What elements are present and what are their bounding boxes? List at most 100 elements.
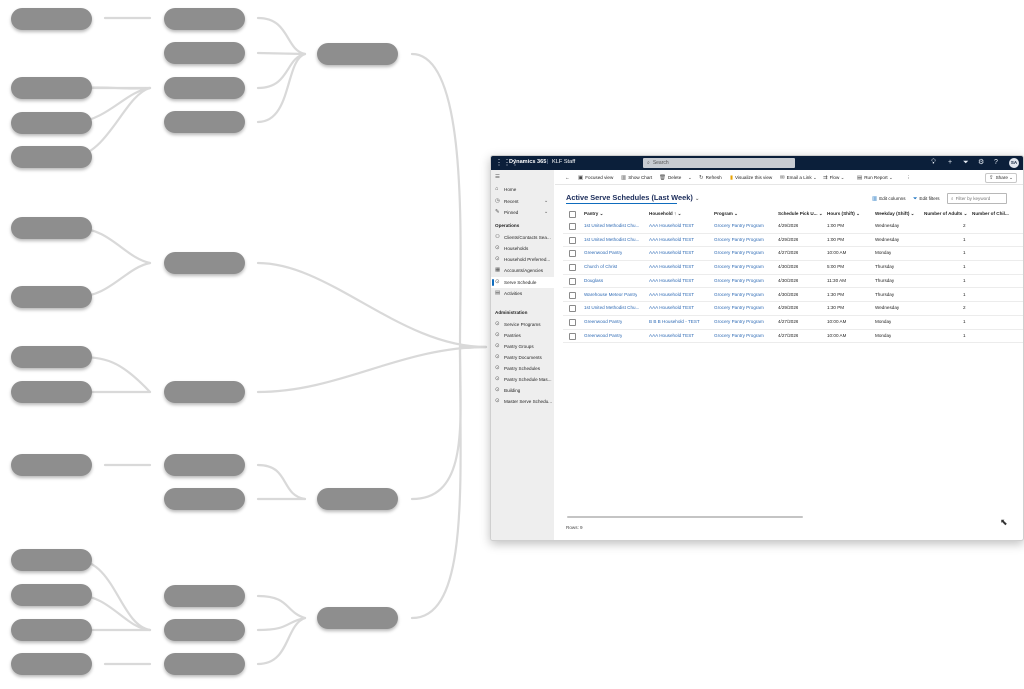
select-all-checkbox[interactable] <box>569 211 576 218</box>
table-row[interactable]: Church of Christ AAA Household TEST Grocer… <box>563 260 1023 275</box>
cell-pantry[interactable]: Warehouse Meteor Pantry <box>584 291 638 297</box>
cell-pantry[interactable]: Greenwood Pantry <box>584 318 623 324</box>
filter-keyword-input[interactable]: ⌕Filter by keyword <box>947 193 1007 204</box>
sidebar-item-pantry-groups[interactable]: ⊙ Pantry Groups <box>491 341 554 352</box>
cell-household[interactable]: AAA Household TEST <box>649 277 695 283</box>
view-selector[interactable]: Active Serve Schedules (Last Week) ⌄ <box>566 193 699 202</box>
global-search-input[interactable]: ⌕Search <box>643 158 795 168</box>
column-header-schedule-pickup[interactable]: Schedule Pick U... ⌄ <box>778 211 823 216</box>
sidebar-item-pantry-schedule-master[interactable]: ⊙ Pantry Schedule Mas... <box>491 374 554 385</box>
sidebar-item-clients[interactable]: ⚇ Clients/Contacts Sea... <box>491 232 554 243</box>
run-report-button[interactable]: ▤Run Report ⌄ <box>857 172 893 184</box>
cell-program[interactable]: Grocery Pantry Program <box>714 250 764 256</box>
table-row[interactable]: 1st United Methodist Chu... AAA Household… <box>563 233 1023 248</box>
sidebar-item-serve-schedule[interactable]: ⊙ Serve Schedule <box>491 277 554 288</box>
cell-pantry[interactable]: 1st United Methodist Chu... <box>584 223 640 228</box>
sidebar-item-recent[interactable]: ◷ Recent ⌄ <box>491 196 554 207</box>
cell-program[interactable]: Grocery Pantry Program <box>714 236 764 242</box>
table-row[interactable]: Douglass AAA Household TEST Grocery Pantry… <box>563 274 1023 289</box>
edit-columns-button[interactable]: ▥Edit columns <box>872 196 906 202</box>
refresh-button[interactable]: ↻Refresh <box>699 172 722 184</box>
cell-household[interactable]: AAA Household TEST <box>649 291 695 297</box>
waffle-icon[interactable]: ⋮⋮⋮ <box>495 158 519 167</box>
row-checkbox[interactable] <box>569 236 576 244</box>
cell-program[interactable]: Grocery Pantry Program <box>714 264 764 270</box>
sidebar-item-pantry-documents[interactable]: ⊙ Pantry Documents <box>491 352 554 363</box>
sidebar-item-households[interactable]: ⊙ Households <box>491 243 554 254</box>
cell-program[interactable]: Grocery Pantry Program <box>714 223 764 228</box>
sidebar-item-home[interactable]: ⌂ Home <box>491 184 554 195</box>
lightbulb-icon[interactable]: 💡︎ <box>931 159 936 166</box>
row-checkbox[interactable] <box>569 318 576 326</box>
sidebar-item-master-serve-schedule[interactable]: ⊙ Master Serve Schedu... <box>491 396 554 407</box>
email-link-dropdown[interactable]: ⌄ <box>813 172 817 183</box>
sidebar-collapse-button[interactable]: ☰ <box>491 172 554 183</box>
gear-icon[interactable]: ⚙ <box>978 159 985 166</box>
delete-dropdown[interactable]: ⌄ <box>688 172 692 183</box>
back-button[interactable]: ← <box>565 175 570 180</box>
sidebar-item-accounts[interactable]: ▦ Accounts/Agencies <box>491 265 554 276</box>
sidebar-item-household-preferred[interactable]: ⊙ Household Preferred... <box>491 254 554 265</box>
email-link-button[interactable]: ✉Email a Link <box>780 172 812 184</box>
cell-pantry[interactable]: Church of Christ <box>584 264 618 270</box>
flow-button[interactable]: ⇉Flow ⌄ <box>823 172 844 184</box>
horizontal-scrollbar[interactable] <box>567 516 803 518</box>
share-button[interactable]: ⇪Share ⌄ <box>985 173 1018 183</box>
chevron-down-icon[interactable]: ⌄ <box>544 198 549 204</box>
cell-program[interactable]: Grocery Pantry Program <box>714 318 764 324</box>
cell-program[interactable]: Grocery Pantry Program <box>714 277 764 283</box>
visualize-button[interactable]: ▮Visualize this view <box>730 172 772 184</box>
app-name[interactable]: Dynamics 365 <box>509 159 547 165</box>
cell-household[interactable]: AAA Household TEST <box>649 264 695 270</box>
filter-icon[interactable]: ⏷ <box>963 159 969 166</box>
chevron-down-icon[interactable]: ⌄ <box>544 209 549 215</box>
table-row[interactable]: 1st United Methodist Chu... AAA Household… <box>563 301 1023 316</box>
row-checkbox[interactable] <box>569 264 576 272</box>
row-checkbox[interactable] <box>569 277 576 285</box>
cell-program[interactable]: Grocery Pantry Program <box>714 305 764 311</box>
row-checkbox[interactable] <box>569 291 576 299</box>
column-header-pantry[interactable]: Pantry ⌄ <box>584 211 604 216</box>
cell-household[interactable]: AAA Household TEST <box>649 250 695 256</box>
cell-household[interactable]: AAA Household TEST <box>649 332 695 338</box>
focused-view-button[interactable]: ▣Focused view <box>578 172 613 184</box>
column-header-household[interactable]: Household ↑ ⌄ <box>649 211 682 216</box>
plus-icon[interactable]: + <box>948 159 953 166</box>
row-checkbox[interactable] <box>569 332 576 340</box>
table-row[interactable]: Warehouse Meteor Pantry AAA Household TES… <box>563 288 1023 303</box>
help-icon[interactable]: ? <box>994 159 998 166</box>
column-header-children[interactable]: Number of Chil... <box>972 209 1009 219</box>
table-row[interactable]: Greenwood Pantry B B B Household - TEST Gr… <box>563 315 1023 330</box>
sidebar-item-pantries[interactable]: ⊙ Pantries <box>491 330 554 341</box>
show-chart-button[interactable]: ▥Show Chart <box>621 172 652 184</box>
column-header-hours[interactable]: Hours (Shift) ⌄ <box>827 211 860 216</box>
cell-program[interactable]: Grocery Pantry Program <box>714 291 764 297</box>
cell-household[interactable]: B B B Household - TEST <box>649 318 700 324</box>
cell-pantry[interactable]: Douglass <box>584 277 604 283</box>
cell-pantry[interactable]: Greenwood Pantry <box>584 250 623 256</box>
cell-program[interactable]: Grocery Pantry Program <box>714 332 764 338</box>
cell-pantry[interactable]: Greenwood Pantry <box>584 332 623 338</box>
cell-household[interactable]: AAA Household TEST <box>649 305 695 311</box>
sidebar-item-building[interactable]: ⊙ Building <box>491 385 554 396</box>
delete-button[interactable]: 🗑︎Delete <box>659 172 681 184</box>
table-row[interactable]: Greenwood Pantry AAA Household TEST Grocer… <box>563 329 1023 344</box>
more-commands-button[interactable]: ⋮ <box>906 175 911 180</box>
cell-household[interactable]: AAA Household TEST <box>649 223 695 228</box>
table-row[interactable]: Greenwood Pantry AAA Household TEST Grocer… <box>563 246 1023 262</box>
column-header-adults[interactable]: Number of Adults ⌄ <box>924 211 968 216</box>
avatar[interactable]: SA <box>1009 158 1019 168</box>
cell-pantry[interactable]: 1st United Methodist Chu... <box>584 236 640 242</box>
row-checkbox[interactable] <box>569 305 576 313</box>
row-checkbox[interactable] <box>569 223 576 230</box>
sidebar-item-pinned[interactable]: ✎ Pinned ⌄ <box>491 207 554 218</box>
cell-household[interactable]: AAA Household TEST <box>649 236 695 242</box>
sidebar-item-activities[interactable]: ▤ Activities <box>491 288 554 299</box>
sidebar-item-pantry-schedules[interactable]: ⊙ Pantry Schedules <box>491 363 554 374</box>
edit-filters-button[interactable]: ⏷Edit filters <box>913 196 940 203</box>
sidebar-item-service-programs[interactable]: ⊙ Service Programs <box>491 319 554 330</box>
row-checkbox[interactable] <box>569 250 576 258</box>
cell-pantry[interactable]: 1st United Methodist Chu... <box>584 305 640 311</box>
column-header-program[interactable]: Program ⌄ <box>714 211 739 216</box>
table-row[interactable]: 1st United Methodist Chu... AAA Household… <box>563 219 1023 234</box>
